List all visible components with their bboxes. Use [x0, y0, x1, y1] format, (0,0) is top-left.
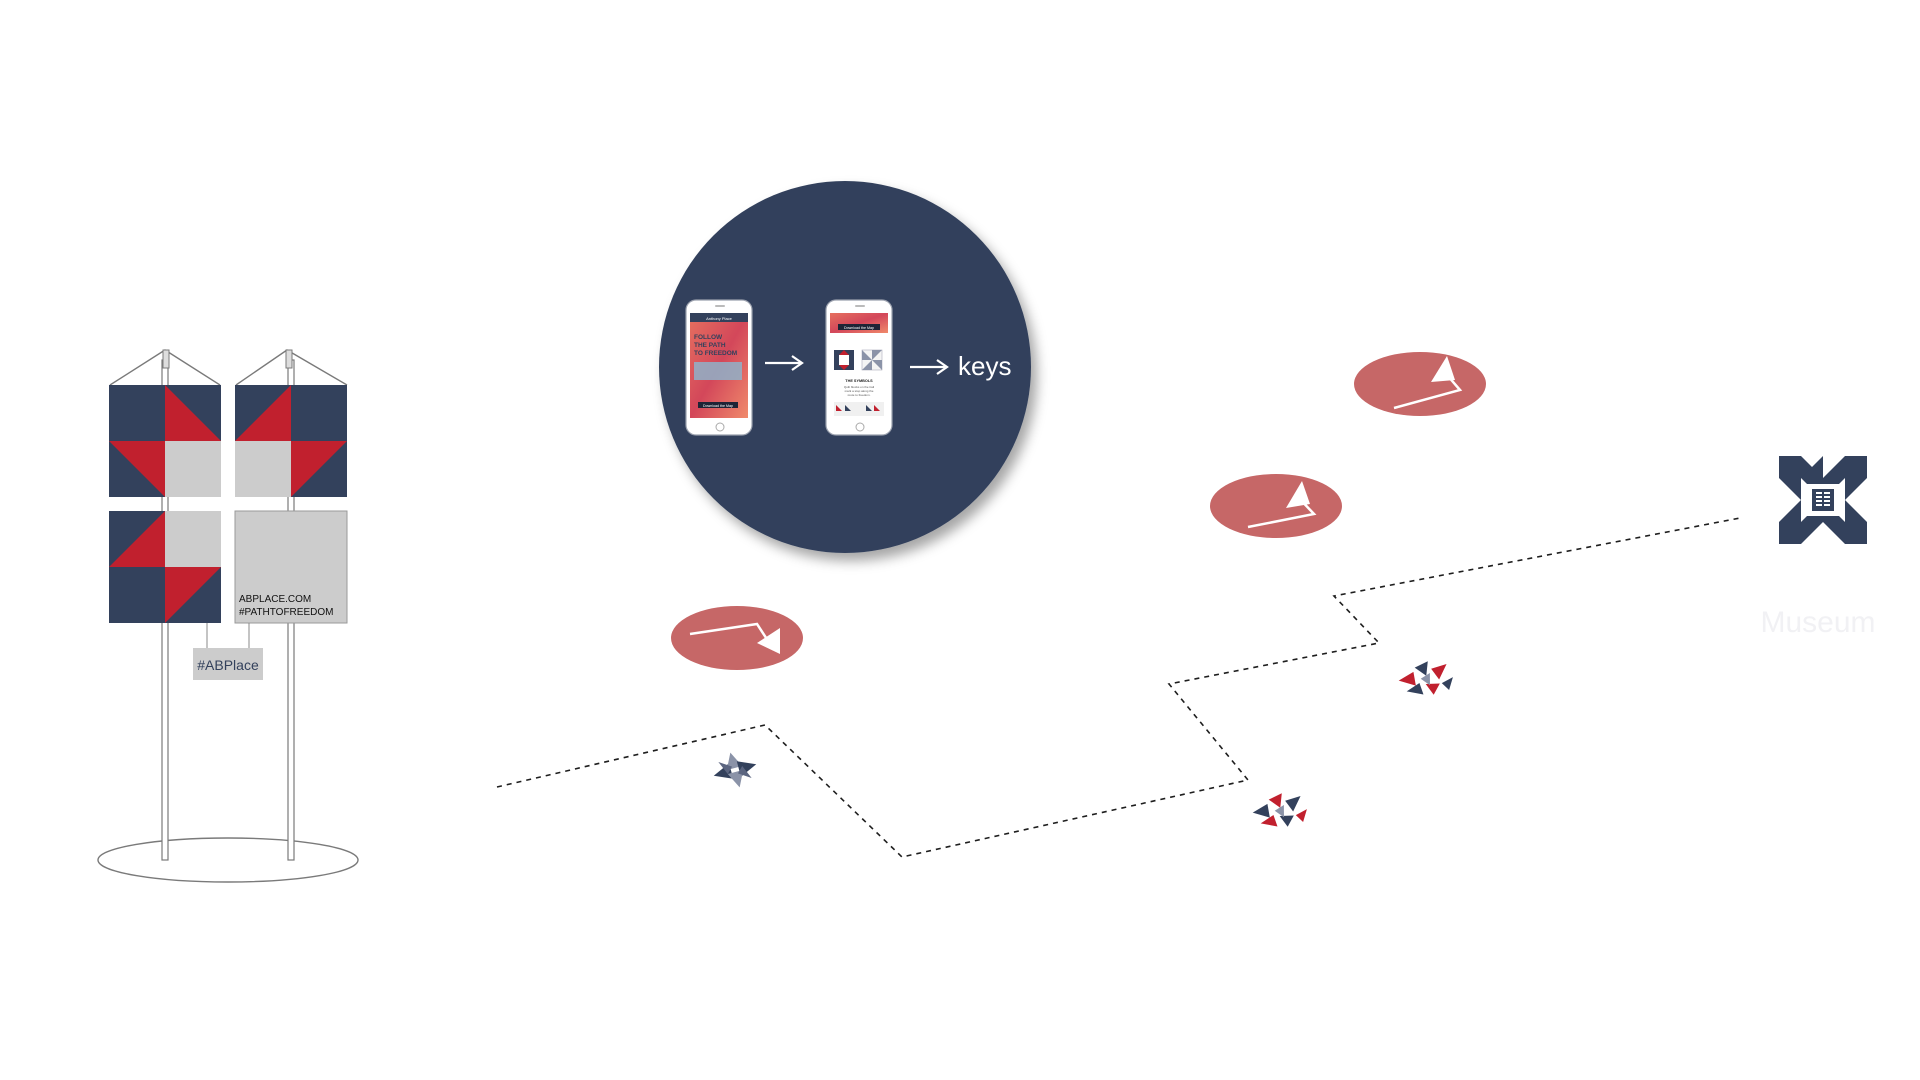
phone-1-button[interactable]: Download the Map	[703, 404, 733, 408]
pinwheel-marker-3	[1398, 661, 1453, 695]
phone-2-body-2: mark a stop along the	[845, 389, 874, 393]
pinwheel-icon	[861, 349, 883, 371]
keys-label: keys	[958, 351, 1011, 381]
phone-2-top-button[interactable]: Download the Map	[844, 326, 874, 330]
phone-1-headline-1: FOLLOW	[694, 334, 723, 341]
arrow-icon	[765, 355, 804, 371]
phone-1-headline-2: THE PATH	[694, 342, 726, 349]
hashtag-tag-label: #ABPlace	[197, 657, 259, 673]
pinwheel-marker-1	[713, 752, 757, 788]
direction-marker-3	[1354, 352, 1486, 416]
direction-arrow-icon	[689, 622, 780, 654]
phone-1-headline-3: TO FREEDOM	[694, 350, 737, 357]
phone-2: Download the Map THE SYMBOLS Quilt block…	[825, 299, 893, 436]
quilt-block-icon	[834, 350, 854, 370]
direction-arrow-icon	[1247, 481, 1317, 529]
kiosk-base	[97, 837, 359, 883]
quilt-block-bottom-left	[109, 511, 221, 623]
direction-marker-2	[1210, 474, 1342, 538]
info-panel: ABPLACE.COM #PATHTOFREEDOM	[234, 510, 348, 624]
phone-1-header: Anthony Place	[706, 316, 733, 321]
direction-arrow-icon	[1393, 356, 1463, 410]
museum-quilt-icon	[1779, 456, 1867, 544]
kiosk-url: ABPLACE.COM	[239, 594, 311, 605]
arrow-icon	[910, 359, 949, 375]
phone-2-body-1: Quilt blocks on the trail	[844, 385, 875, 389]
app-flow-circle: Anthony Place FOLLOW THE PATH TO FREEDOM…	[659, 181, 1031, 553]
museum-building-icon	[1812, 489, 1834, 511]
quilt-block-top-left	[109, 385, 221, 497]
phone-2-body-3: route to freedom.	[848, 393, 871, 397]
quilt-kiosk: ABPLACE.COM #PATHTOFREEDOM #ABPlace	[97, 349, 359, 883]
trail-path	[496, 517, 1741, 858]
quilt-block-top-right	[235, 385, 347, 497]
pinwheel-marker-2	[1252, 793, 1307, 827]
museum-label: Museum	[1760, 606, 1875, 639]
direction-marker-1	[671, 606, 803, 670]
phone-1: Anthony Place FOLLOW THE PATH TO FREEDOM…	[685, 299, 753, 436]
kiosk-hashtag: #PATHTOFREEDOM	[239, 607, 333, 618]
hashtag-tag	[193, 648, 263, 680]
phone-2-section-title: THE SYMBOLS	[845, 379, 873, 383]
